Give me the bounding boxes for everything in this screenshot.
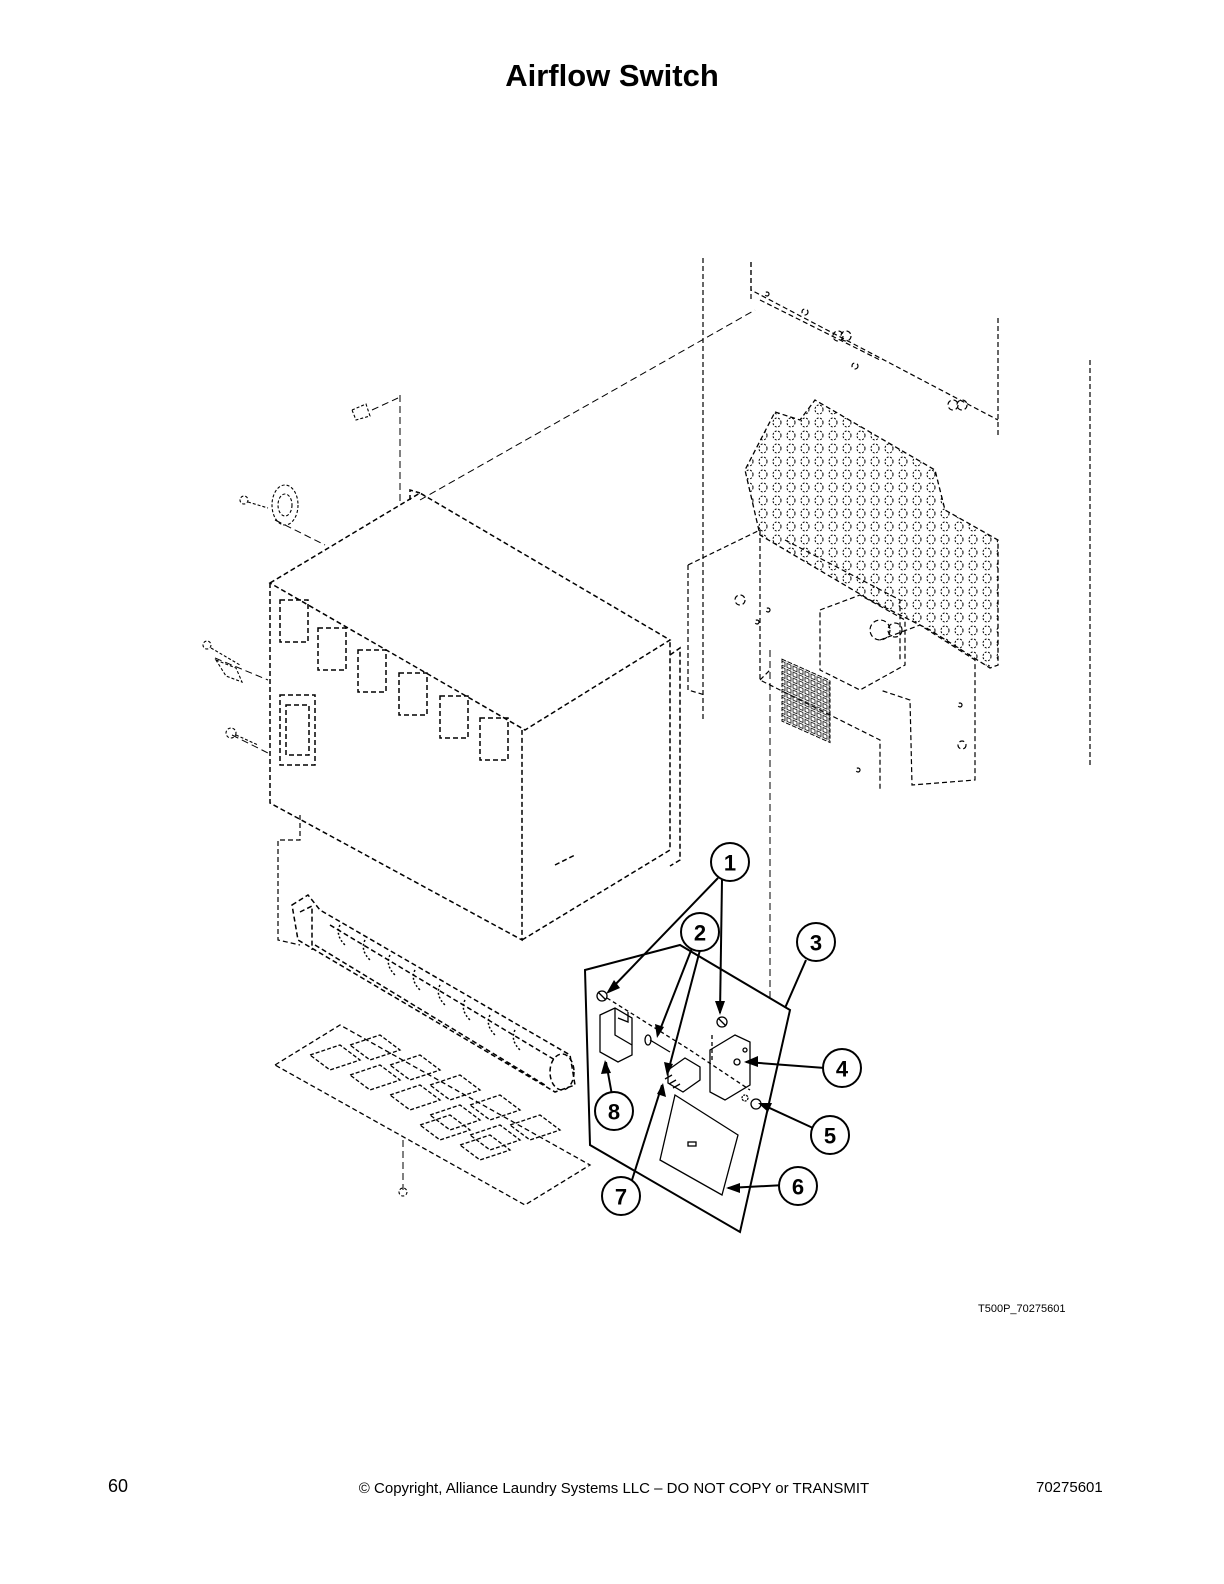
- callout-7: [601, 1176, 641, 1216]
- machine-frame: [702, 258, 1091, 765]
- perforated-rear-panel: [744, 399, 999, 669]
- callout-2: [680, 912, 720, 952]
- page-title: Airflow Switch: [505, 58, 719, 93]
- callout-label-2: 2: [694, 921, 706, 946]
- callout-label-1: 1: [724, 851, 736, 876]
- duct-bracket: [277, 815, 301, 946]
- callout-label-4: 4: [836, 1057, 849, 1082]
- burner-tube: [291, 894, 576, 1093]
- callout-labels: 1 2 3 4 5 6 7 8: [608, 851, 849, 1210]
- callout-3: [796, 922, 836, 962]
- callout-label-5: 5: [824, 1124, 836, 1149]
- side-frame-panel: [687, 529, 976, 790]
- cabinet-box: [268, 488, 681, 942]
- figure-id: T500P_70275601: [978, 1303, 1066, 1315]
- callout-label-8: 8: [608, 1100, 620, 1125]
- callout-circles: [594, 842, 862, 1216]
- callout-label-3: 3: [810, 931, 822, 956]
- callout-label-7: 7: [615, 1185, 627, 1210]
- louver-vent: [781, 658, 831, 744]
- arrowheads: [601, 980, 772, 1193]
- switch-assembly: [596, 990, 762, 1196]
- callout-label-6: 6: [792, 1175, 804, 1200]
- heat-shield-plate: [273, 1024, 592, 1206]
- fasteners: [202, 403, 408, 1197]
- callout-8: [594, 1091, 634, 1131]
- callout-4: [822, 1048, 862, 1088]
- callout-5: [810, 1115, 850, 1155]
- callout-1: [710, 842, 750, 882]
- callout-6: [778, 1166, 818, 1206]
- document-number: 70275601: [1036, 1479, 1103, 1496]
- page-number: 60: [108, 1476, 129, 1496]
- copyright-notice: © Copyright, Alliance Laundry Systems LL…: [358, 1480, 870, 1497]
